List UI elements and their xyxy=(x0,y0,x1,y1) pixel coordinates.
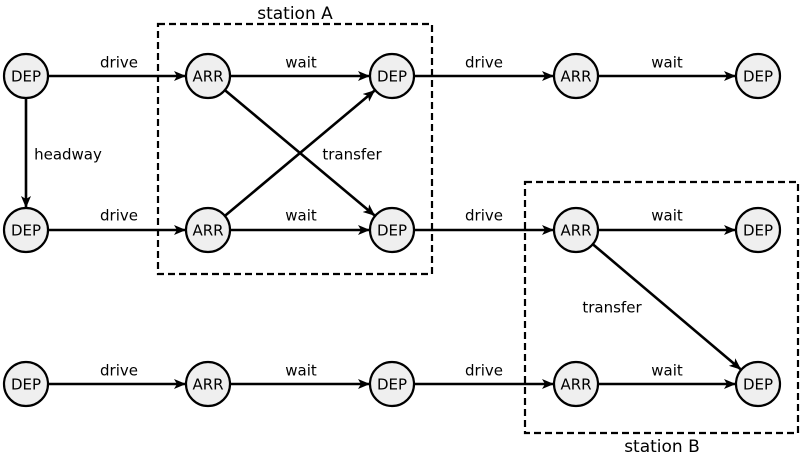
node-dep-r2c1: DEP xyxy=(2,206,50,254)
node-circle xyxy=(734,360,782,408)
node-label: DEP xyxy=(11,222,41,240)
node-dep-r2c5: DEP xyxy=(734,206,782,254)
node-arr-r1c4: ARR xyxy=(552,52,600,100)
node-circle xyxy=(368,52,416,100)
edge-label-transfer: transfer xyxy=(322,146,382,164)
edge-label-wait: wait xyxy=(285,362,317,380)
station-b-label: station B xyxy=(624,437,700,455)
node-dep-r1c3: DEP xyxy=(368,52,416,100)
node-circle xyxy=(2,52,50,100)
node-dep-r1c1: DEP xyxy=(2,52,50,100)
node-dep-r3c1: DEP xyxy=(2,360,50,408)
node-dep-r1c5: DEP xyxy=(734,52,782,100)
node-label: DEP xyxy=(11,68,41,86)
station-a-box xyxy=(156,22,434,276)
node-label: DEP xyxy=(11,376,41,394)
node-label: DEP xyxy=(377,68,407,86)
node-circle xyxy=(552,52,600,100)
station-boxes xyxy=(156,22,800,435)
node-circle xyxy=(552,206,600,254)
node-circle xyxy=(184,52,232,100)
node-label: ARR xyxy=(560,68,591,86)
node-label: ARR xyxy=(192,376,223,394)
node-circle xyxy=(734,206,782,254)
edge-label-wait: wait xyxy=(285,207,317,225)
edge-label-headway: headway xyxy=(34,146,102,164)
edge-label-drive: drive xyxy=(100,207,138,225)
edge-label-drive: drive xyxy=(465,207,503,225)
edge-label-wait: wait xyxy=(651,207,683,225)
node-circle xyxy=(368,206,416,254)
edge-arrow-r2c2-r1c3 xyxy=(224,89,376,217)
node-label: DEP xyxy=(743,222,773,240)
edge-label-transfer: transfer xyxy=(582,299,642,317)
edge-arrow-r2c4-r3c5 xyxy=(591,243,742,371)
node-label: DEP xyxy=(377,376,407,394)
node-dep-r3c3: DEP xyxy=(368,360,416,408)
edge-label-wait: wait xyxy=(651,362,683,380)
node-label: DEP xyxy=(743,376,773,394)
node-label: DEP xyxy=(377,222,407,240)
node-label: ARR xyxy=(560,222,591,240)
node-arr-r1c2: ARR xyxy=(184,52,232,100)
edge-label-drive: drive xyxy=(465,54,503,72)
node-circle xyxy=(2,360,50,408)
node-circle xyxy=(734,52,782,100)
edge-label-wait: wait xyxy=(651,54,683,72)
node-dep-r3c5: DEP xyxy=(734,360,782,408)
edge-label-drive: drive xyxy=(465,362,503,380)
node-circle xyxy=(184,360,232,408)
node-arr-r3c2: ARR xyxy=(184,360,232,408)
node-arr-r3c4: ARR xyxy=(552,360,600,408)
station-a-label: station A xyxy=(257,4,333,24)
edge-label-drive: drive xyxy=(100,362,138,380)
node-label: ARR xyxy=(560,376,591,394)
node-label: ARR xyxy=(192,68,223,86)
nodes-layer: DEP ARR DEP ARR DEP DEP ARR DEP ARR DEP DEP ARR DEP A… xyxy=(2,52,782,408)
edge-label-wait: wait xyxy=(285,54,317,72)
edge-labels-layer: drive wait drive wait headway drive wait drive w… xyxy=(34,54,683,380)
station-b-box xyxy=(523,180,800,435)
node-circle xyxy=(2,206,50,254)
node-dep-r2c3: DEP xyxy=(368,206,416,254)
node-arr-r2c2: ARR xyxy=(184,206,232,254)
node-circle xyxy=(184,206,232,254)
node-circle xyxy=(552,360,600,408)
node-circle xyxy=(368,360,416,408)
node-label: ARR xyxy=(192,222,223,240)
node-arr-r2c4: ARR xyxy=(552,206,600,254)
node-label: DEP xyxy=(743,68,773,86)
edge-label-drive: drive xyxy=(100,54,138,72)
edges-layer xyxy=(21,71,742,389)
